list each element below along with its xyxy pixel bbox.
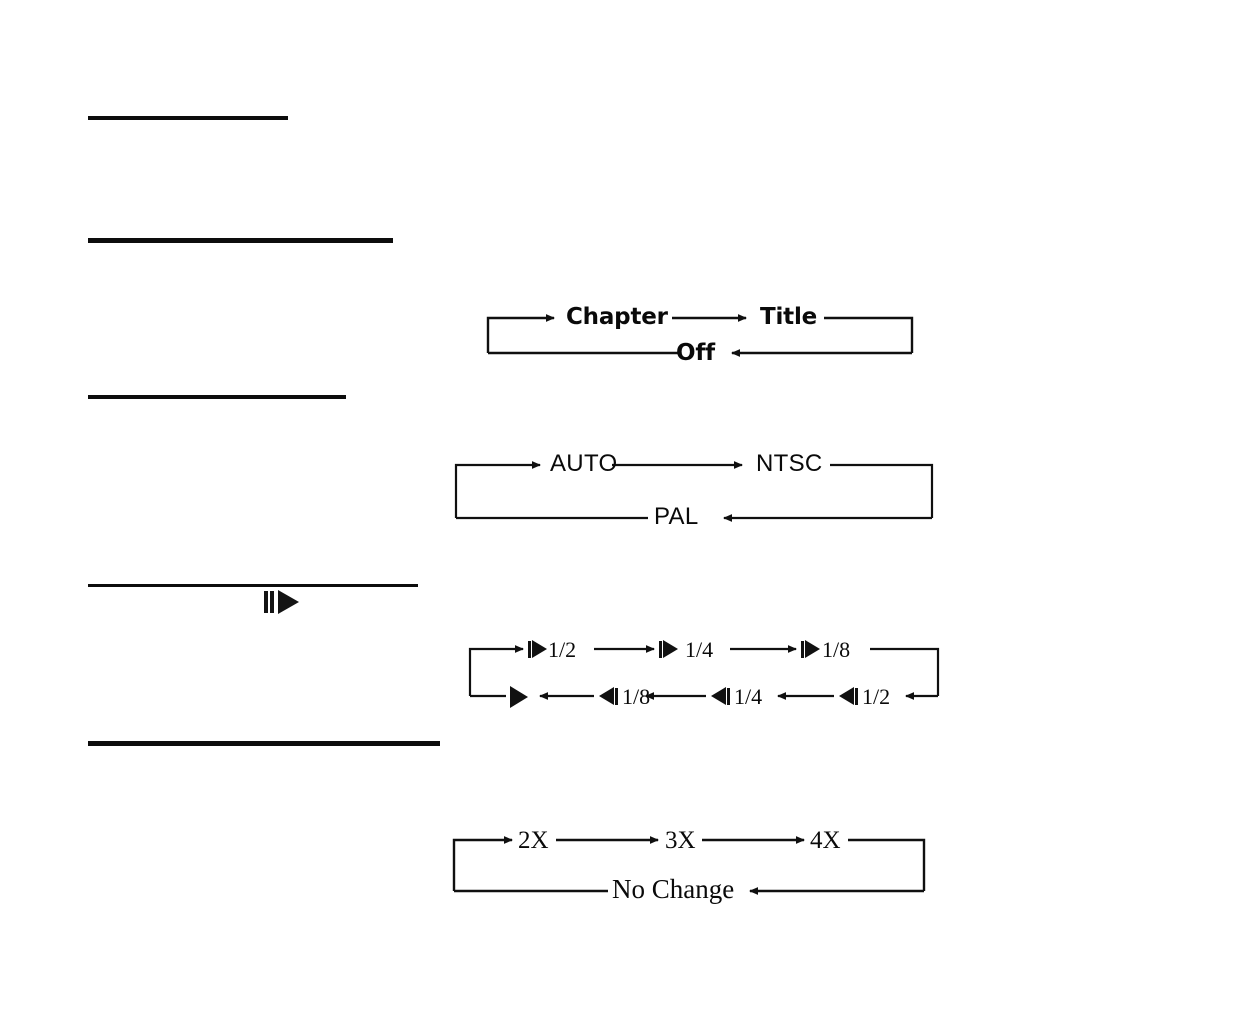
repeat-mode-cycle-diagram: Chapter Title Off bbox=[484, 296, 924, 372]
repeat-mode-arrows bbox=[486, 314, 914, 357]
bar-glyph bbox=[855, 687, 858, 705]
tv-system-node-pal: PAL bbox=[654, 503, 699, 530]
zoom-level-cycle-diagram: 2X 3X 4X No Change bbox=[450, 818, 932, 908]
play-triangle bbox=[278, 590, 299, 614]
slow-reverse-icon-eighth bbox=[599, 687, 618, 705]
zoom-node-3x: 3X bbox=[665, 827, 696, 854]
zoom-node-no-change: No Change bbox=[612, 874, 735, 904]
zoom-level-arrows bbox=[452, 836, 926, 895]
heading-rule-2 bbox=[88, 238, 393, 243]
pause-bar-left bbox=[264, 591, 268, 613]
triangle-left-glyph bbox=[599, 687, 614, 705]
slow-forward-label-half: 1/2 bbox=[548, 637, 577, 662]
heading-rule-5 bbox=[88, 741, 440, 746]
heading-rule-3 bbox=[88, 395, 346, 399]
slow-motion-cycle-diagram: 1/2 1/4 1/8 1/8 1/4 1/2 bbox=[466, 634, 946, 716]
zoom-node-4x: 4X bbox=[810, 827, 841, 854]
heading-rule-1 bbox=[88, 116, 288, 120]
slow-motion-arrows bbox=[468, 645, 940, 700]
repeat-node-title: Title bbox=[760, 304, 818, 330]
slow-reverse-label-half: 1/2 bbox=[862, 684, 891, 709]
triangle-right-glyph bbox=[510, 686, 528, 708]
slow-reverse-label-eighth: 1/8 bbox=[622, 684, 651, 709]
tv-system-node-auto: AUTO bbox=[550, 450, 618, 477]
slow-forward-icon-quarter bbox=[659, 640, 678, 658]
zoom-node-2x: 2X bbox=[518, 827, 549, 854]
bar-glyph bbox=[615, 687, 618, 705]
slow-forward-icon-half bbox=[528, 640, 547, 658]
triangle-right-glyph bbox=[532, 640, 547, 658]
slow-forward-label-quarter: 1/4 bbox=[685, 637, 714, 662]
tv-system-cycle-diagram: AUTO NTSC PAL bbox=[452, 452, 940, 532]
triangle-left-glyph bbox=[711, 687, 726, 705]
bar-glyph bbox=[727, 687, 730, 705]
heading-rule-4 bbox=[88, 584, 418, 587]
repeat-node-off: Off bbox=[676, 340, 715, 366]
bar-glyph bbox=[528, 640, 531, 658]
repeat-node-chapter: Chapter bbox=[566, 304, 668, 330]
play-icon bbox=[510, 686, 528, 708]
slow-forward-label-eighth: 1/8 bbox=[822, 637, 851, 662]
tv-system-arrows bbox=[454, 461, 934, 522]
bar-glyph bbox=[801, 640, 804, 658]
pause-bar-right bbox=[270, 591, 274, 613]
triangle-right-glyph bbox=[663, 640, 678, 658]
slow-reverse-icon-half bbox=[839, 687, 858, 705]
bar-glyph bbox=[659, 640, 662, 658]
triangle-left-glyph bbox=[839, 687, 854, 705]
pause-play-icon bbox=[264, 590, 299, 614]
tv-system-node-ntsc: NTSC bbox=[756, 450, 823, 477]
slow-reverse-icon-quarter bbox=[711, 687, 730, 705]
slow-forward-icon-eighth bbox=[801, 640, 820, 658]
triangle-right-glyph bbox=[805, 640, 820, 658]
slow-reverse-label-quarter: 1/4 bbox=[734, 684, 763, 709]
